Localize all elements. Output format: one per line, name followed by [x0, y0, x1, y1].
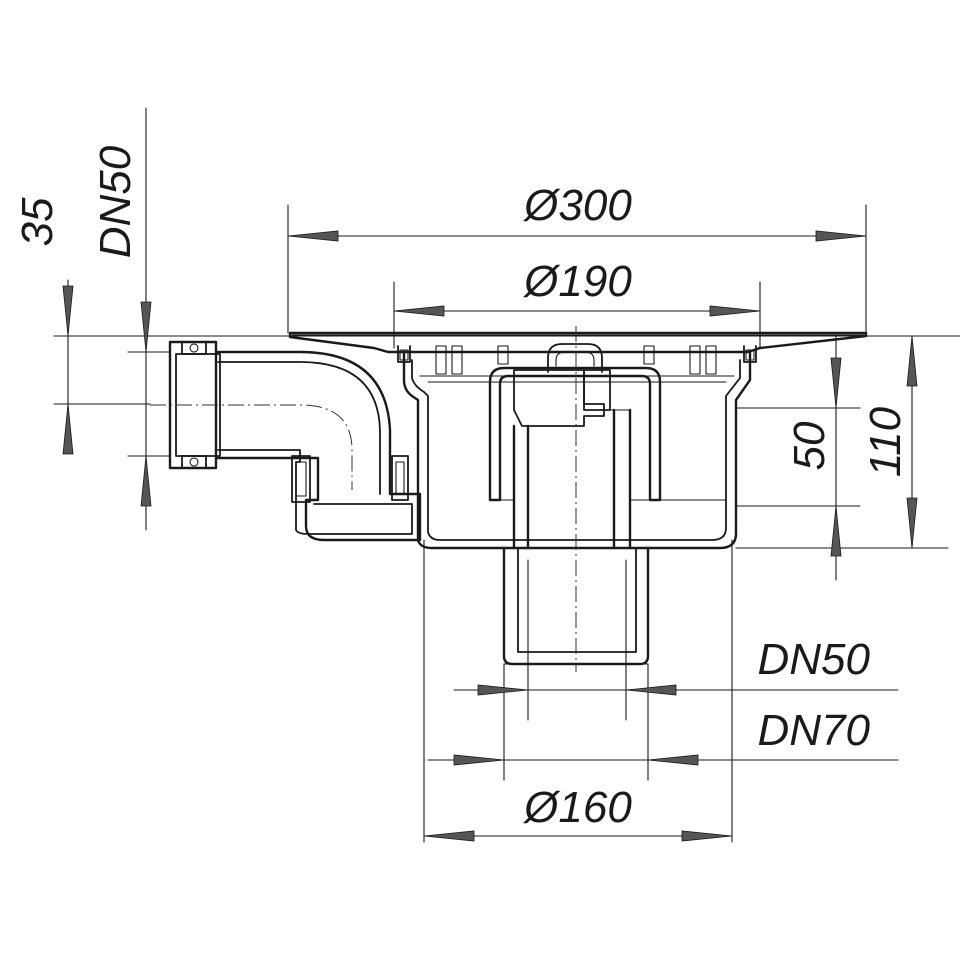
grating-bolts	[435, 345, 717, 375]
flange	[288, 331, 868, 354]
trap-handle	[547, 343, 603, 373]
dim-outlet-dn50: DN50	[758, 635, 871, 684]
dim-side-dn50: DN50	[91, 145, 140, 258]
dim-height-50: 50	[785, 421, 834, 470]
dim-height-110: 110	[861, 406, 910, 477]
bend-centre-line	[150, 404, 353, 490]
dimension-labels: Ø300 Ø190 35 DN50 50 110 DN50 DN70 Ø160	[13, 145, 910, 832]
dim-height-35: 35	[13, 197, 62, 246]
hatched-insert	[513, 369, 605, 427]
housing-outer	[402, 350, 752, 550]
dimension-lines	[53, 107, 960, 843]
side-outlet-bend	[216, 350, 422, 542]
dim-outlet-dn70: DN70	[758, 706, 871, 755]
housing-inner	[411, 359, 741, 541]
bend-seal	[391, 455, 409, 501]
dim-diameter-160: Ø160	[522, 783, 632, 832]
odour-trap-bell	[488, 366, 662, 502]
dim-diameter-300: Ø300	[522, 181, 632, 230]
dim-diameter-190: Ø190	[522, 257, 632, 306]
drain-body	[150, 326, 868, 672]
standpipe	[512, 408, 632, 550]
